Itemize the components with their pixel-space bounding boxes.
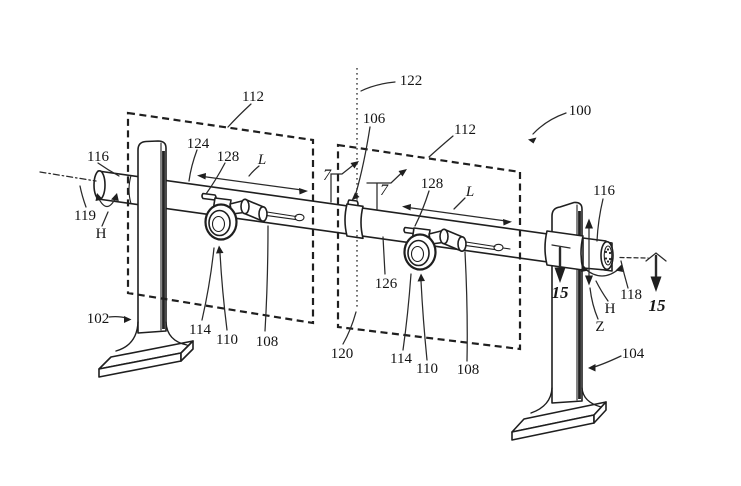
leader-119	[79, 185, 87, 208]
label-100: 100	[569, 103, 592, 119]
label-124: 124	[187, 136, 210, 152]
label-114-left: 114	[189, 322, 211, 338]
support-rod	[93, 170, 614, 272]
leader-H-right	[595, 280, 609, 302]
left-clamp	[201, 192, 305, 241]
motion-arrows	[95, 173, 623, 286]
label-L-right: L	[465, 184, 474, 200]
label-15-right: 15	[649, 296, 667, 315]
label-122: 122	[400, 73, 423, 89]
rod-right-cap	[600, 240, 614, 271]
leader-104	[593, 355, 622, 368]
left-stand	[98, 140, 194, 378]
section-15-right-bracket	[645, 252, 667, 262]
leader-106	[355, 126, 371, 194]
label-108-left: 108	[256, 334, 279, 350]
label-15-left: 15	[552, 283, 570, 302]
rod-left-cap	[93, 170, 106, 201]
leader-126	[382, 236, 386, 275]
leader-108-left	[264, 225, 269, 332]
label-120: 120	[331, 346, 354, 362]
leader-124	[188, 149, 198, 182]
section-markers	[330, 161, 667, 292]
section-7-left-bracket	[330, 163, 355, 203]
boundary-box-right-112	[336, 143, 522, 351]
label-108-right: 108	[457, 362, 480, 378]
reference-labels: 112 122 106 112 100 116 124 128 L 7 7 12…	[74, 73, 666, 378]
L-arrow-right	[407, 206, 507, 222]
label-110-right: 110	[416, 361, 438, 377]
label-110-left: 110	[216, 332, 238, 348]
section-7-right-bracket	[366, 171, 403, 210]
leader-120	[342, 311, 357, 345]
boundary-box-left-112	[126, 111, 315, 325]
label-128-left: 128	[217, 149, 240, 165]
label-H-right: H	[605, 301, 616, 317]
label-106: 106	[363, 111, 386, 127]
right-clamp-knob	[403, 233, 437, 271]
leader-112-right	[428, 135, 454, 158]
leader-118	[620, 260, 629, 289]
label-112-right: 112	[454, 122, 476, 138]
leader-Z	[589, 287, 599, 320]
leader-108-right	[464, 251, 468, 362]
label-116-right: 116	[593, 183, 615, 199]
leader-116-left	[97, 162, 120, 177]
leader-114-right	[402, 273, 412, 351]
leader-H-left	[101, 211, 109, 227]
leader-110-left	[219, 252, 228, 331]
L-arrow-left	[202, 175, 303, 191]
leader-116-right	[596, 198, 604, 242]
left-pin-128	[201, 192, 217, 201]
axis-extension-left	[39, 171, 97, 182]
leader-L-left	[248, 165, 260, 177]
label-102: 102	[87, 311, 110, 327]
left-clamp-knob	[204, 203, 238, 241]
label-112-left: 112	[242, 89, 264, 105]
leader-lines	[79, 81, 629, 372]
label-116-left: 116	[87, 149, 109, 165]
leader-100	[532, 112, 567, 135]
leader-114-left	[201, 247, 215, 321]
label-114-right: 114	[390, 351, 412, 367]
label-7-left: 7	[323, 167, 332, 184]
leader-122	[360, 81, 396, 92]
leader-112-left	[227, 103, 252, 128]
section-15-left-bar	[551, 244, 571, 249]
label-H-left: H	[96, 226, 107, 242]
label-7-right: 7	[380, 182, 389, 199]
leader-L-right	[453, 197, 466, 210]
right-stand-base-end	[593, 401, 607, 424]
right-clamp	[403, 226, 511, 271]
label-128-right: 128	[421, 176, 444, 192]
rod-collar-106	[344, 203, 364, 240]
rod-sleeve-right	[544, 230, 584, 271]
leader-128-right	[414, 190, 430, 227]
axis-extension-right	[619, 256, 649, 259]
label-L-left: L	[257, 152, 266, 168]
left-stand-column	[137, 140, 167, 334]
label-118: 118	[620, 287, 642, 303]
leader-128-left	[205, 162, 226, 195]
leader-102	[108, 316, 127, 319]
label-119: 119	[74, 208, 96, 224]
label-Z: Z	[595, 319, 604, 335]
left-stand-base-end	[180, 340, 194, 362]
label-126: 126	[375, 276, 398, 292]
label-104: 104	[622, 346, 645, 362]
leader-110-right	[420, 280, 428, 361]
